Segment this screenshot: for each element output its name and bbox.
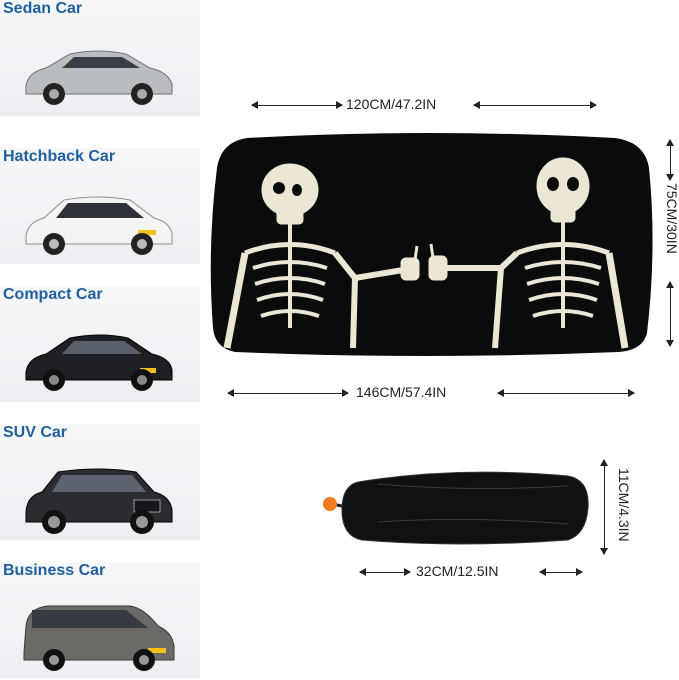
compact-car-image [25,334,173,391]
car-panel-business: Business Car [0,562,200,678]
height-arrow-bottom [666,281,674,347]
bag-height-label: 11CM/4.3IN [616,468,632,542]
bottom-width-label: 146CM/57.4IN [356,384,447,400]
sedan-car-image [25,50,173,105]
business-car-image [23,605,175,671]
car-label-business: Business Car [3,562,106,579]
car-label-suv: SUV Car [3,424,68,441]
height-arrow-top [666,139,674,181]
car-label-compact: Compact Car [3,286,103,303]
suv-car-image [25,468,173,534]
car-label-sedan: Sedan Car [3,0,83,17]
hatchback-car-image [25,196,173,255]
top-width-label: 120CM/47.2IN [346,96,437,112]
height-label: 75CM/30IN [664,183,679,254]
car-panel-sedan: Sedan Car [0,0,200,116]
top-width-arrow-left [251,101,343,109]
storage-bag [323,471,589,545]
bag-height-arrow [600,459,608,555]
car-panel-suv: SUV Car [0,424,200,540]
car-label-hatchback: Hatchback Car [3,148,116,165]
bag-width-arrow-right [539,568,583,576]
zipper-tag-icon [323,497,337,511]
bag-width-label: 32CM/12.5IN [416,563,499,579]
bottom-width-arrow-left [227,389,349,397]
bottom-width-arrow-right [497,389,635,397]
car-panel-hatchback: Hatchback Car [0,148,200,264]
bag-width-arrow-left [359,568,411,576]
windshield-sunshade [210,133,653,356]
top-width-arrow-right [473,101,597,109]
car-panel-compact: Compact Car [0,286,200,402]
